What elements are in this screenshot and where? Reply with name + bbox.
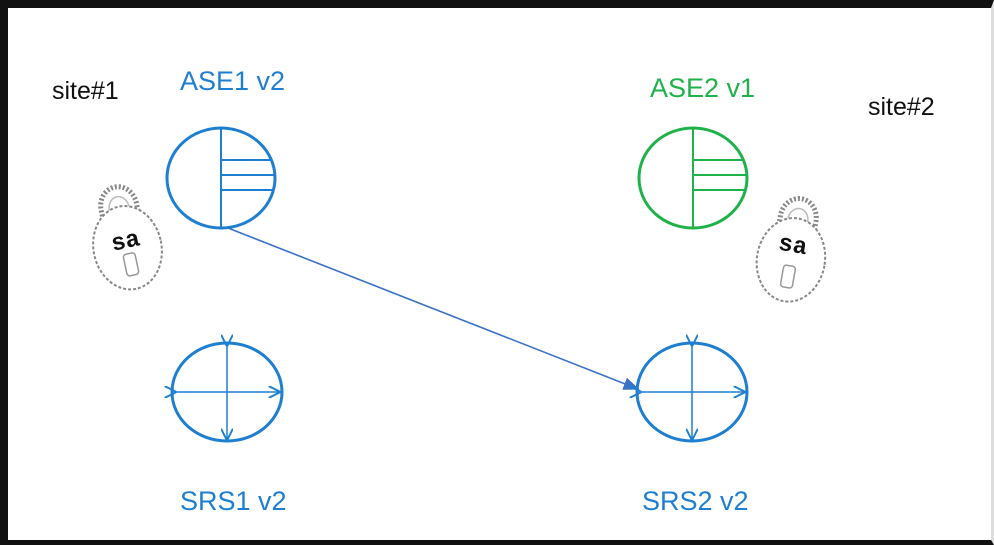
- padlock-icon: sa: [755, 196, 827, 303]
- srs2-node-icon: [637, 343, 749, 443]
- srs1-node-icon: [172, 343, 284, 443]
- site1-label: site#1: [52, 77, 119, 105]
- edge-ase1-srs2: [227, 227, 640, 390]
- ase2-node-icon: [637, 126, 749, 230]
- srs2-label: SRS2 v2: [642, 486, 749, 516]
- ase1-label: ASE1 v2: [180, 66, 286, 96]
- lock2-text: sa: [776, 231, 809, 263]
- padlock-icon: sa: [92, 184, 163, 291]
- lock1-text: sa: [109, 226, 143, 258]
- srs1-label: SRS1 v2: [180, 486, 287, 516]
- site2-label: site#2: [868, 93, 935, 121]
- ase2-label: ASE2 v1: [650, 73, 756, 103]
- ase1-node-icon: [165, 126, 277, 230]
